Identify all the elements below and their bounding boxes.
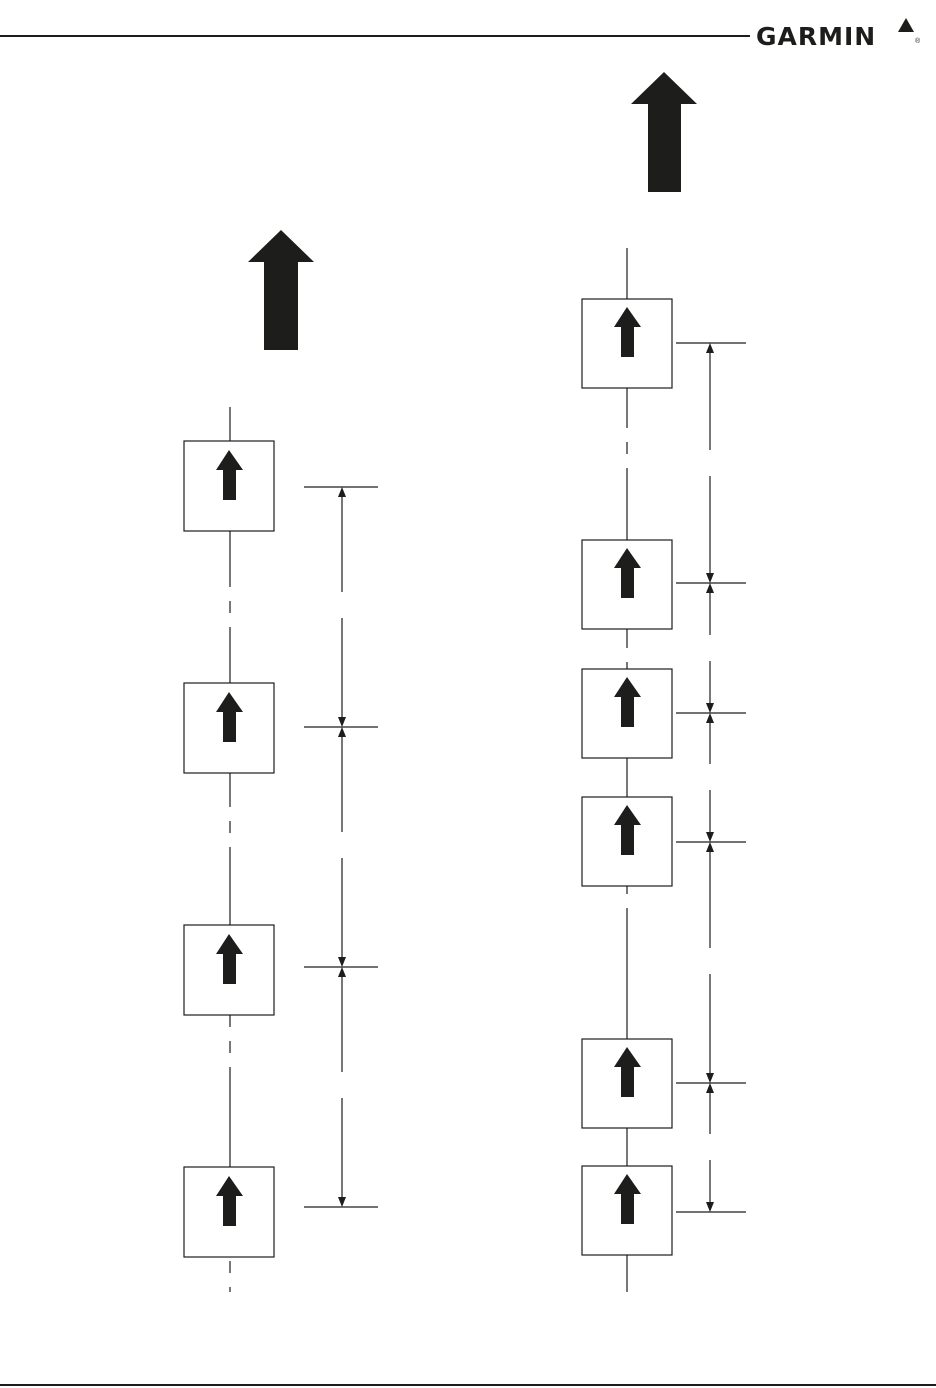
left-antenna-1	[184, 441, 274, 531]
right-dimension-2	[706, 583, 714, 713]
left-antenna-4	[184, 1167, 274, 1257]
garmin-logo: GARMIN ®	[752, 18, 932, 52]
left-direction-arrow-icon	[248, 230, 314, 350]
right-direction-arrow-icon	[631, 72, 697, 192]
left-dimension-3	[338, 967, 346, 1207]
left-dimension-2	[338, 727, 346, 967]
right-antenna-4	[582, 797, 672, 886]
left-antenna-2	[184, 683, 274, 773]
left-dimension-1	[338, 487, 346, 727]
brand-wordmark: GARMIN	[756, 22, 876, 52]
right-dimension-4	[706, 842, 714, 1083]
right-antenna-6	[582, 1166, 672, 1255]
right-dimension-1	[706, 343, 714, 583]
registered-mark: ®	[915, 38, 920, 45]
right-dimension-5	[706, 1083, 714, 1212]
right-antenna-3	[582, 669, 672, 758]
brand-triangle-icon	[898, 18, 914, 32]
left-column	[184, 230, 378, 1292]
right-antenna-2	[582, 540, 672, 629]
right-column	[582, 72, 746, 1292]
right-dimension-3	[706, 713, 714, 842]
left-antenna-3	[184, 925, 274, 1015]
right-antenna-1	[582, 299, 672, 388]
right-antenna-5	[582, 1039, 672, 1128]
